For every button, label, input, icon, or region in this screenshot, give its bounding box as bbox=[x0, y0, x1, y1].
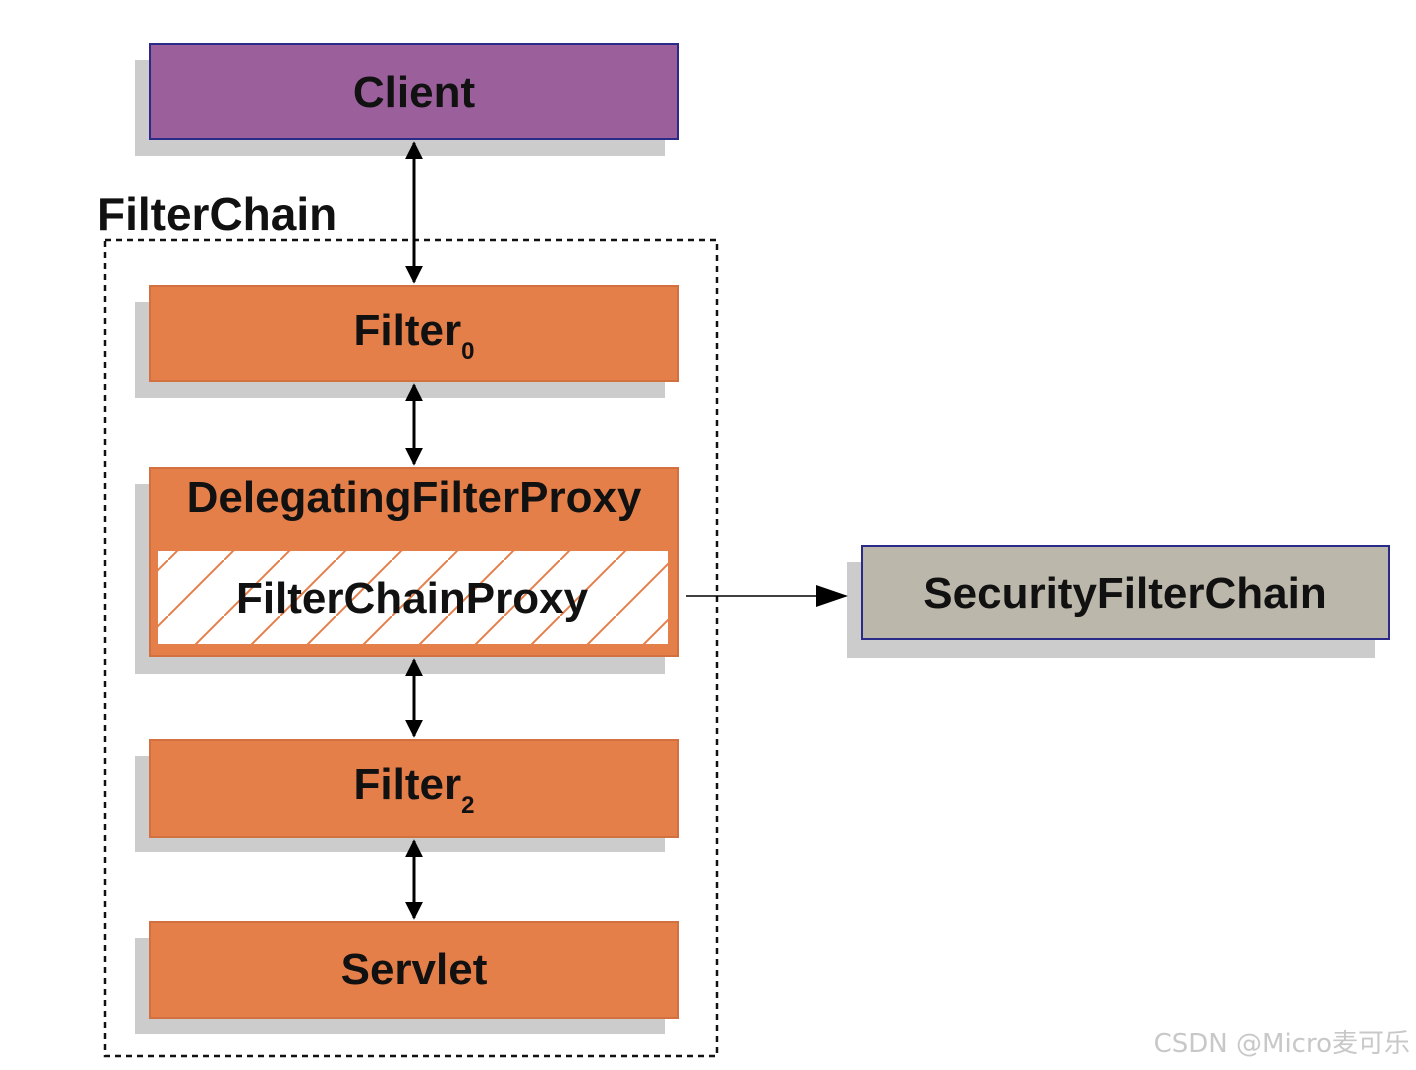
filter2-node: Filter2 bbox=[135, 739, 679, 852]
filterchainproxy-box bbox=[156, 549, 670, 646]
filter0-node: Filter0 bbox=[135, 285, 679, 398]
securityfilterchain-label: SecurityFilterChain bbox=[923, 569, 1326, 618]
filter2-box bbox=[149, 739, 679, 838]
securityfilterchain-node: SecurityFilterChain bbox=[847, 545, 1390, 658]
client-node: Client bbox=[135, 43, 679, 156]
filterchain-container bbox=[103, 238, 719, 1058]
filter2-label: Filter2 bbox=[354, 760, 475, 819]
servlet-label: Servlet bbox=[341, 945, 488, 994]
filter0-subscript: 0 bbox=[461, 338, 474, 365]
delegating-label: DelegatingFilterProxy bbox=[187, 473, 642, 522]
arrowhead-securityfilterchain bbox=[816, 585, 848, 607]
securityfilterchain-box bbox=[861, 545, 1390, 640]
client-box bbox=[149, 43, 679, 140]
filterchainproxy-label: FilterChainProxy bbox=[236, 574, 589, 623]
filter0-label: Filter0 bbox=[354, 306, 475, 365]
servlet-node: Servlet bbox=[135, 921, 679, 1034]
delegating-node: DelegatingFilterProxy FilterChainProxy bbox=[135, 467, 679, 674]
filter2-subscript: 2 bbox=[461, 792, 474, 819]
filterchainproxy-node: FilterChainProxy bbox=[156, 549, 670, 646]
servlet-box bbox=[149, 921, 679, 1019]
watermark: CSDN @Micro麦可乐 bbox=[1153, 1029, 1410, 1059]
filterchain-label: FilterChain bbox=[97, 188, 337, 240]
client-label: Client bbox=[353, 68, 476, 117]
filter0-box bbox=[149, 285, 679, 382]
